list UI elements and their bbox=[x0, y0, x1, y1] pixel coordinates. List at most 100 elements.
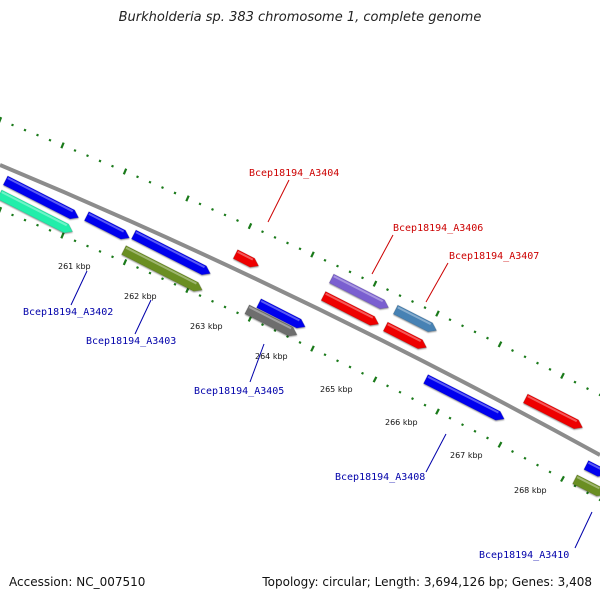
gene-olive-h[interactable] bbox=[572, 474, 600, 499]
ruler-minor-tick bbox=[361, 371, 364, 375]
gene-gray-A3405[interactable] bbox=[244, 304, 299, 339]
ruler-minor-tick bbox=[536, 361, 539, 365]
gene-purple-A3406[interactable] bbox=[328, 273, 391, 312]
ruler-major-tick bbox=[122, 259, 128, 266]
ruler-minor-tick bbox=[161, 277, 164, 281]
ruler-minor-tick bbox=[573, 380, 577, 384]
ruler-minor-tick bbox=[336, 264, 339, 268]
gene-label-A3405: Bcep18194_A3405 bbox=[194, 386, 284, 397]
leader-A3410 bbox=[574, 511, 593, 549]
ruler-minor-tick bbox=[136, 175, 139, 179]
ruler-minor-tick bbox=[261, 323, 264, 327]
ruler-major-tick bbox=[497, 341, 503, 348]
ruler-minor-tick bbox=[486, 436, 489, 440]
ruler-minor-tick bbox=[423, 403, 427, 407]
ruler-major-tick bbox=[60, 232, 65, 239]
gene-blue-d[interactable] bbox=[256, 298, 308, 332]
ruler-minor-tick bbox=[36, 133, 39, 137]
ruler-minor-tick bbox=[173, 191, 177, 195]
gene-label-A3410: Bcep18194_A3410 bbox=[479, 550, 569, 561]
gene-label-A3402: Bcep18194_A3402 bbox=[23, 307, 113, 318]
ruler-minor-tick bbox=[11, 123, 14, 127]
ruler-minor-tick bbox=[348, 270, 352, 274]
ruler-minor-tick bbox=[48, 228, 52, 232]
ruler-major-tick bbox=[60, 142, 65, 149]
gene-blue-A3408[interactable] bbox=[423, 374, 507, 424]
ruler-minor-tick bbox=[423, 306, 427, 310]
gene-blue-c-highlight bbox=[135, 231, 206, 269]
ruler-minor-tick bbox=[136, 266, 139, 270]
ruler-major-tick bbox=[497, 441, 503, 448]
gene-olive-h-highlight bbox=[576, 476, 600, 490]
leader-A3405 bbox=[249, 343, 265, 383]
tick-label: 268 kbp bbox=[514, 486, 547, 495]
gene-teal-highlight bbox=[1, 191, 68, 227]
tick-label: 265 kbp bbox=[320, 385, 353, 394]
ruler-minor-tick bbox=[298, 247, 302, 251]
ruler-major-tick bbox=[185, 195, 190, 202]
gene-olive-A3403[interactable] bbox=[121, 245, 205, 295]
gene-blue-d-highlight bbox=[260, 300, 300, 322]
gene-label-A3406: Bcep18194_A3406 bbox=[393, 223, 483, 234]
gene-steelblue-A3407[interactable] bbox=[392, 304, 439, 335]
gene-label-A3403: Bcep18194_A3403 bbox=[86, 336, 176, 347]
ruler-minor-tick bbox=[386, 288, 389, 292]
gene-blue-c[interactable] bbox=[131, 229, 212, 278]
ruler-major-tick bbox=[310, 345, 315, 352]
ruler-minor-tick bbox=[523, 456, 527, 460]
tick-label: 267 kbp bbox=[450, 451, 483, 460]
gene-red-f-highlight bbox=[387, 323, 422, 343]
ruler-minor-tick bbox=[236, 311, 239, 315]
tick-label: 264 kbp bbox=[255, 352, 288, 361]
ruler-minor-tick bbox=[86, 154, 89, 158]
ruler-minor-tick bbox=[261, 230, 264, 234]
accession-text: Accession: NC_007510 bbox=[9, 575, 146, 589]
gene-red-g[interactable] bbox=[522, 393, 585, 432]
leader-A3403 bbox=[134, 299, 152, 335]
genome-summary: Topology: circular; Length: 3,694,126 bp… bbox=[262, 575, 592, 589]
gene-red-f[interactable] bbox=[382, 321, 429, 352]
leader-A3402 bbox=[70, 270, 88, 306]
ruler-minor-tick bbox=[73, 149, 77, 152]
gene-blue-a[interactable] bbox=[2, 175, 81, 222]
ruler-minor-tick bbox=[386, 384, 389, 388]
gene-red-e[interactable] bbox=[320, 291, 381, 328]
ruler-minor-tick bbox=[48, 138, 52, 142]
ruler-minor-tick bbox=[598, 393, 600, 397]
ruler-major-tick bbox=[435, 310, 440, 317]
ruler-minor-tick bbox=[411, 397, 414, 401]
tick-label: 261 kbp bbox=[58, 262, 91, 271]
gene-label-A3407: Bcep18194_A3407 bbox=[449, 251, 539, 262]
ruler-minor-tick bbox=[323, 353, 327, 357]
ruler-minor-tick bbox=[523, 355, 527, 359]
ruler-minor-tick bbox=[198, 294, 202, 298]
ruler-major-tick bbox=[372, 376, 378, 383]
gene-blue-A3410[interactable] bbox=[583, 460, 600, 480]
ruler-minor-tick bbox=[586, 387, 589, 391]
ruler-major-tick bbox=[560, 372, 565, 379]
ruler-major-tick bbox=[435, 408, 440, 415]
ruler-minor-tick bbox=[98, 249, 102, 253]
ruler-minor-tick bbox=[173, 282, 177, 286]
ruler-minor-tick bbox=[361, 276, 364, 280]
ruler-minor-tick bbox=[148, 271, 152, 275]
gene-teal[interactable] bbox=[0, 189, 75, 236]
ruler-minor-tick bbox=[348, 365, 352, 369]
gene-red-A3404[interactable] bbox=[232, 249, 261, 271]
ruler-minor-tick bbox=[11, 213, 14, 217]
gene-blue-b[interactable] bbox=[83, 211, 131, 243]
ruler-minor-tick bbox=[211, 207, 214, 211]
ruler-minor-tick bbox=[86, 244, 89, 248]
ruler-major-tick bbox=[560, 475, 565, 483]
ruler-minor-tick bbox=[161, 186, 164, 190]
ruler-minor-tick bbox=[473, 429, 477, 433]
ruler-minor-tick bbox=[398, 390, 402, 394]
ruler-minor-tick bbox=[23, 128, 27, 132]
ruler-major-tick bbox=[0, 206, 3, 214]
ruler-minor-tick bbox=[323, 258, 327, 262]
ruler-minor-tick bbox=[286, 241, 289, 245]
ruler-minor-tick bbox=[486, 336, 489, 340]
tick-labels: 261 kbp 262 kbp 263 kbp 264 kbp 265 kbp … bbox=[58, 262, 547, 495]
ruler-minor-tick bbox=[536, 463, 539, 467]
